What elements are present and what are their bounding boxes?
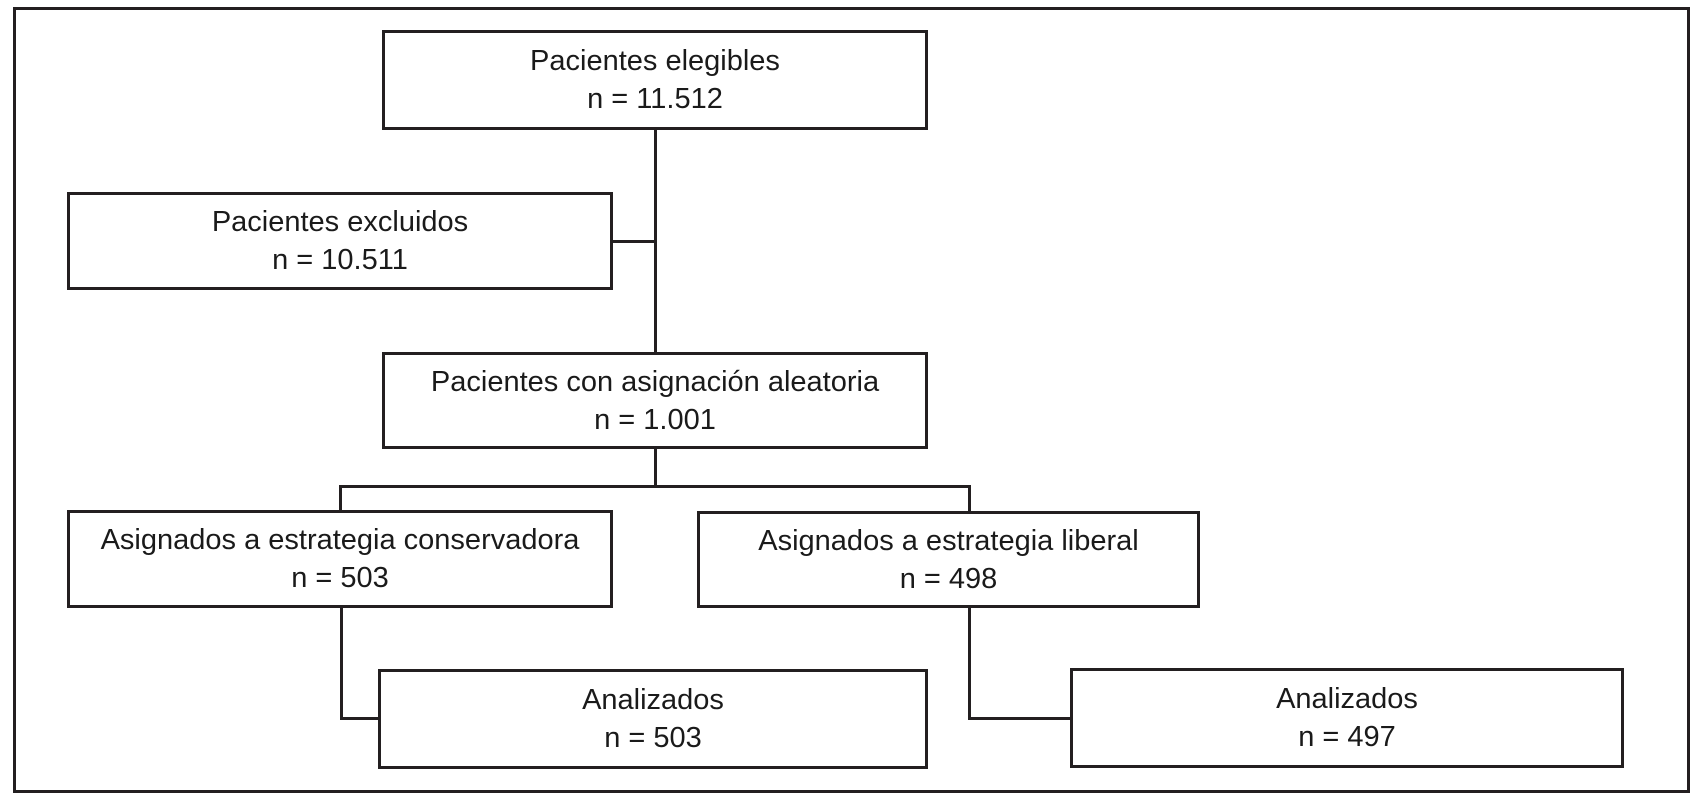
node-conservative-strategy: Asignados a estrategia conservadora n = … <box>67 510 613 608</box>
connector-split-horizontal <box>339 485 971 488</box>
connector-randomized-to-split <box>654 449 657 488</box>
connector-liberal-elbow <box>968 717 1073 720</box>
node-liberal-strategy: Asignados a estrategia liberal n = 498 <box>697 511 1200 608</box>
node-analyzed-liberal: Analizados n = 497 <box>1070 668 1624 768</box>
node-label: Analizados <box>582 684 724 716</box>
node-label: Pacientes excluidos <box>211 206 469 238</box>
connector-conservative-down <box>340 608 343 720</box>
connector-liberal-down <box>968 608 971 720</box>
connector-conservative-elbow <box>340 717 381 720</box>
node-count: n = 497 <box>1298 721 1396 753</box>
node-count: n = 10.511 <box>272 244 408 276</box>
node-count: n = 503 <box>291 562 389 594</box>
connector-excluded-branch <box>613 240 657 243</box>
node-label: Pacientes con asignación aleatoria <box>430 365 880 398</box>
node-analyzed-conservative: Analizados n = 503 <box>378 669 928 769</box>
node-randomized-patients: Pacientes con asignación aleatoria n = 1… <box>382 352 928 449</box>
node-label: Asignados a estrategia liberal <box>758 524 1139 557</box>
node-count: n = 503 <box>604 722 702 754</box>
node-count: n = 11.512 <box>587 83 723 115</box>
node-count: n = 498 <box>899 562 998 595</box>
node-count: n = 1.001 <box>594 403 716 436</box>
diagram-outer-frame <box>13 7 1690 793</box>
connector-split-left-drop <box>339 485 342 512</box>
connector-split-right-drop <box>968 485 971 513</box>
node-label: Asignados a estrategia conservadora <box>100 524 580 556</box>
node-excluded-patients: Pacientes excluidos n = 10.511 <box>67 192 613 290</box>
node-label: Analizados <box>1276 683 1418 715</box>
node-label: Pacientes elegibles <box>530 45 780 77</box>
node-eligible-patients: Pacientes elegibles n = 11.512 <box>382 30 928 130</box>
